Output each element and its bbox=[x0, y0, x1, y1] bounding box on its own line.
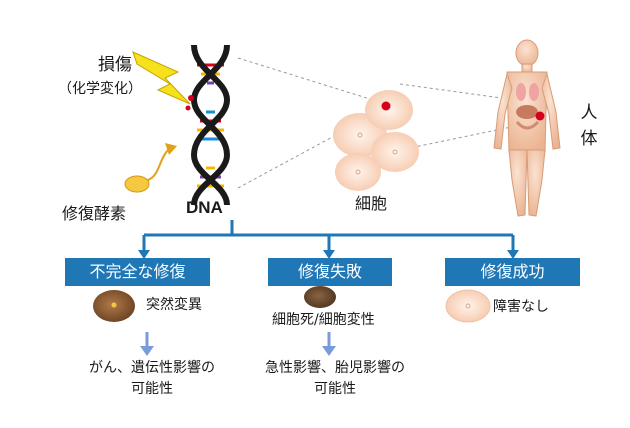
mutated-cell-icon bbox=[93, 290, 135, 322]
branch-connector bbox=[142, 220, 515, 252]
outcome-box-repair-failure: 修復失敗 bbox=[268, 258, 392, 286]
branch-arrowheads bbox=[138, 250, 519, 259]
consequence-acute: 急性影響、胎児影響の 可能性 bbox=[250, 358, 420, 400]
cell-cluster-icon bbox=[333, 90, 419, 191]
damage-sub-label: （化学変化） bbox=[58, 81, 142, 97]
organs-icon bbox=[515, 83, 545, 130]
lightning-icon bbox=[132, 51, 191, 105]
result-cell-death: 細胞死/細胞変性 bbox=[272, 312, 375, 328]
consequence-cancer-line2: 可能性 bbox=[131, 381, 173, 397]
healthy-cell-icon bbox=[445, 289, 491, 323]
consequence-acute-line2: 可能性 bbox=[314, 381, 356, 397]
dna-label: DNA bbox=[186, 198, 223, 217]
damage-label: 損傷 bbox=[98, 55, 132, 75]
human-label: 人体 bbox=[580, 103, 598, 149]
result-no-damage: 障害なし bbox=[493, 299, 549, 315]
consequence-cancer: がん、遺伝性影響の 可能性 bbox=[72, 358, 232, 400]
result-mutation: 突然変異 bbox=[146, 297, 202, 313]
cell-label: 細胞 bbox=[355, 194, 388, 213]
enzyme-label: 修復酵素 bbox=[62, 204, 127, 223]
dead-cell-icon bbox=[304, 286, 336, 308]
consequence-arrows bbox=[145, 332, 331, 348]
outcome-box-repair-success: 修復成功 bbox=[445, 258, 580, 286]
dna-helix-icon bbox=[185, 44, 231, 206]
consequence-cancer-line1: がん、遺伝性影響の bbox=[89, 360, 215, 376]
consequence-arrowheads bbox=[140, 346, 336, 356]
consequence-acute-line1: 急性影響、胎児影響の bbox=[265, 360, 405, 376]
repair-enzyme-icon bbox=[124, 143, 177, 193]
outcome-box-incomplete-repair: 不完全な修復 bbox=[65, 258, 210, 286]
